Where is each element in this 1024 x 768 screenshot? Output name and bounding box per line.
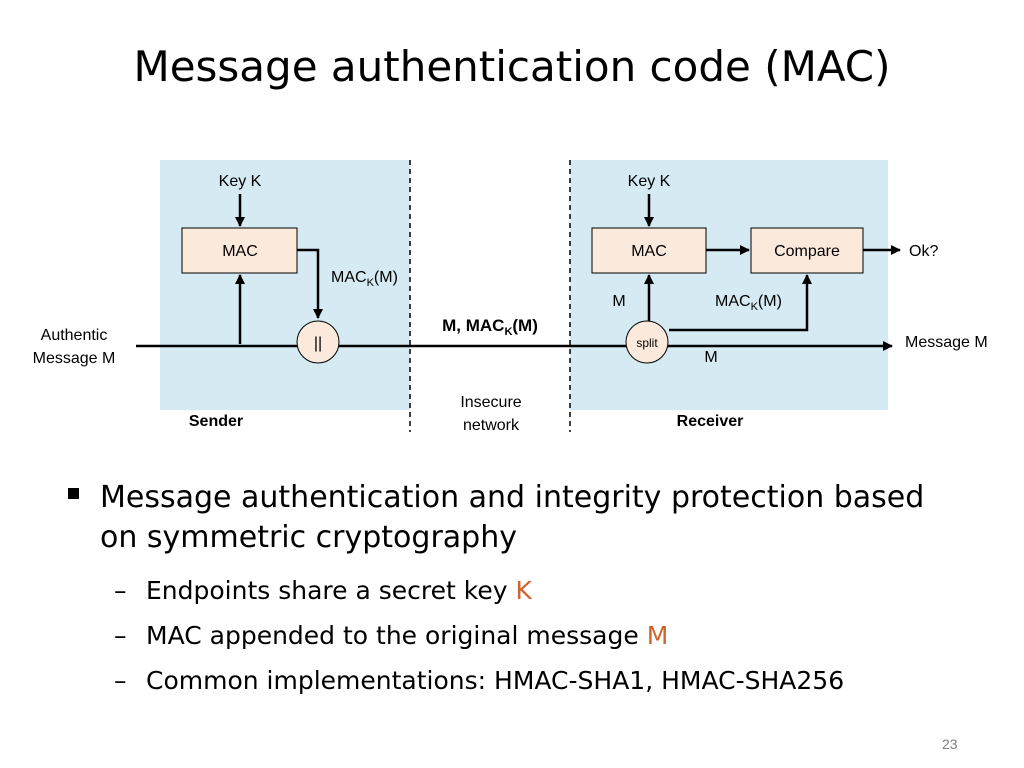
receiver-m-label-lower: M <box>704 349 717 366</box>
sub-bullet-highlight: K <box>515 576 532 605</box>
concat-symbol: || <box>314 335 322 352</box>
square-bullet-icon <box>68 488 79 499</box>
result-label: Ok? <box>909 243 938 260</box>
sub-bullet-text: MAC appended to the original message <box>146 621 647 650</box>
output-message-label: Message M <box>905 334 988 351</box>
authentic-message-label-line1: Authentic <box>41 327 108 344</box>
sender-region <box>160 160 410 410</box>
receiver-mac-box <box>591 227 707 274</box>
transmitted-label: M, MACK(M) <box>442 316 538 338</box>
compare-box-label: Compare <box>774 243 840 260</box>
receiver-mac-box-label: MAC <box>631 243 667 260</box>
mac-diagram: Key K MAC MACK(M) || Authentic Message M… <box>33 160 988 434</box>
sender-mac-output-arrow <box>297 248 323 319</box>
authentic-message-label-line2: Message M <box>33 350 116 367</box>
network-label-line2: network <box>463 417 520 434</box>
page-number: 23 <box>942 736 958 752</box>
mac-received-label: MACK(M) <box>715 293 782 313</box>
split-label: split <box>636 336 658 350</box>
sub-bullet-list: – Endpoints share a secret key K – MAC a… <box>62 568 992 703</box>
compare-box <box>750 227 864 274</box>
network-label-line1: Insecure <box>460 394 521 411</box>
dash-icon: – <box>114 621 127 650</box>
sub-bullet-highlight: M <box>646 621 669 650</box>
slide-title: Message authentication code (MAC) <box>133 42 891 91</box>
sender-label: Sender <box>189 413 243 430</box>
sender-mac-box-label: MAC <box>222 243 258 260</box>
sub-bullet-item: – MAC appended to the original message M <box>62 613 992 658</box>
sub-bullet-text: Endpoints share a secret key <box>146 576 516 605</box>
receiver-key-label: Key K <box>628 173 671 190</box>
bullet-list: Message authentication and integrity pro… <box>62 478 992 703</box>
sub-bullet-item: – Common implementations: HMAC-SHA1, HMA… <box>62 658 992 703</box>
sub-bullet-item: – Endpoints share a secret key K <box>62 568 992 613</box>
sender-key-label: Key K <box>219 173 262 190</box>
concat-node <box>296 320 340 364</box>
main-bullet-line2: on symmetric cryptography <box>100 520 517 555</box>
main-bullet-line1: Message authentication and integrity pro… <box>100 480 925 515</box>
sub-bullet-text: Common implementations: HMAC-SHA1, HMAC-… <box>146 666 845 695</box>
dash-icon: – <box>114 666 127 695</box>
main-bullet: Message authentication and integrity pro… <box>62 478 992 558</box>
receiver-label: Receiver <box>677 413 744 430</box>
split-to-compare-arrow <box>669 274 812 332</box>
dash-icon: – <box>114 576 127 605</box>
receiver-region <box>570 160 888 410</box>
split-node <box>625 320 669 364</box>
sender-mac-output-label: MACK(M) <box>331 269 398 289</box>
receiver-m-label-upper: M <box>612 293 625 310</box>
